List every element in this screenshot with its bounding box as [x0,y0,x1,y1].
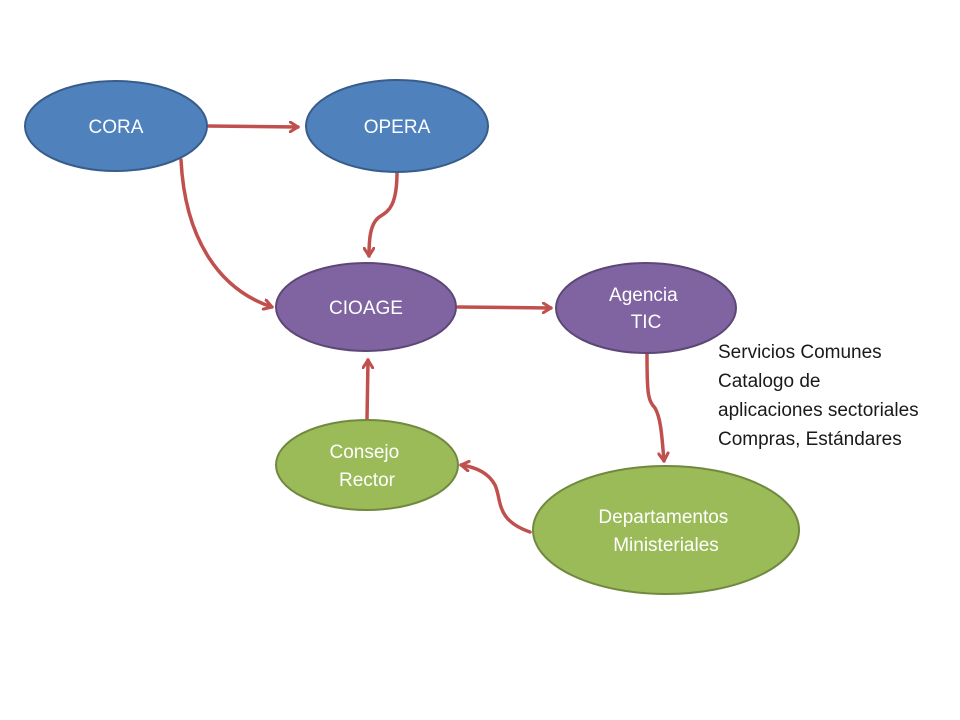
node-cora[interactable]: CORA [24,80,208,172]
note-line: aplicaciones sectoriales [718,400,919,421]
edge-agencia-departamentos [645,352,664,463]
edge-departamentos-consejo [459,465,532,534]
node-departamentos-ministeriales-label-line2: Ministeriales [613,535,719,556]
svg-text:Consejo Rector: Consejo Rector [330,442,405,491]
node-consejo-rector-label-line1: Consejo [330,442,400,463]
svg-text:Departamentos Ministeria: Departamentos Ministeriales [598,507,733,556]
edge-cora-opera [206,126,300,127]
node-departamentos-ministeriales[interactable]: Departamentos Ministeriales [532,465,800,595]
edge-cora-cioage [179,158,274,307]
note-line: Catalogo de [718,371,821,392]
node-departamentos-ministeriales-shape [532,465,800,595]
node-cioage-label: CIOAGE [329,298,403,319]
svg-text:OPERA: OPERA [364,117,431,138]
node-cioage[interactable]: CIOAGE [275,262,457,352]
node-agencia-tic-shape [555,262,737,354]
svg-text:Agencia TIC: Agencia TIC [609,285,683,333]
node-cora-shape [24,80,208,172]
node-agencia-tic-label-line1: Agencia [609,285,678,306]
edges [179,126,664,534]
agencia-tic-services-note: Servicios Comunes Catalogo de aplicacion… [718,338,919,454]
node-consejo-rector-shape [275,419,459,511]
edge-consejo-cioage [367,358,368,422]
svg-text:CORA: CORA [89,117,144,138]
node-consejo-rector[interactable]: Consejo Rector [275,419,459,511]
node-consejo-rector-label-line2: Rector [339,470,396,491]
node-opera-shape [305,79,489,173]
node-agencia-tic-label-line2: TIC [631,312,662,333]
node-cioage-shape [275,262,457,352]
svg-text:CIOAGE: CIOAGE [329,298,403,319]
note-line: Servicios Comunes [718,342,882,363]
node-opera-label: OPERA [364,117,431,138]
edge-cioage-agencia [456,307,553,308]
node-departamentos-ministeriales-label-line1: Departamentos [598,507,728,528]
node-agencia-tic[interactable]: Agencia TIC [555,262,737,354]
note-line: Compras, Estándares [718,429,902,450]
node-opera[interactable]: OPERA [305,79,489,173]
edge-opera-cioage [369,170,399,258]
node-cora-label: CORA [89,117,144,138]
